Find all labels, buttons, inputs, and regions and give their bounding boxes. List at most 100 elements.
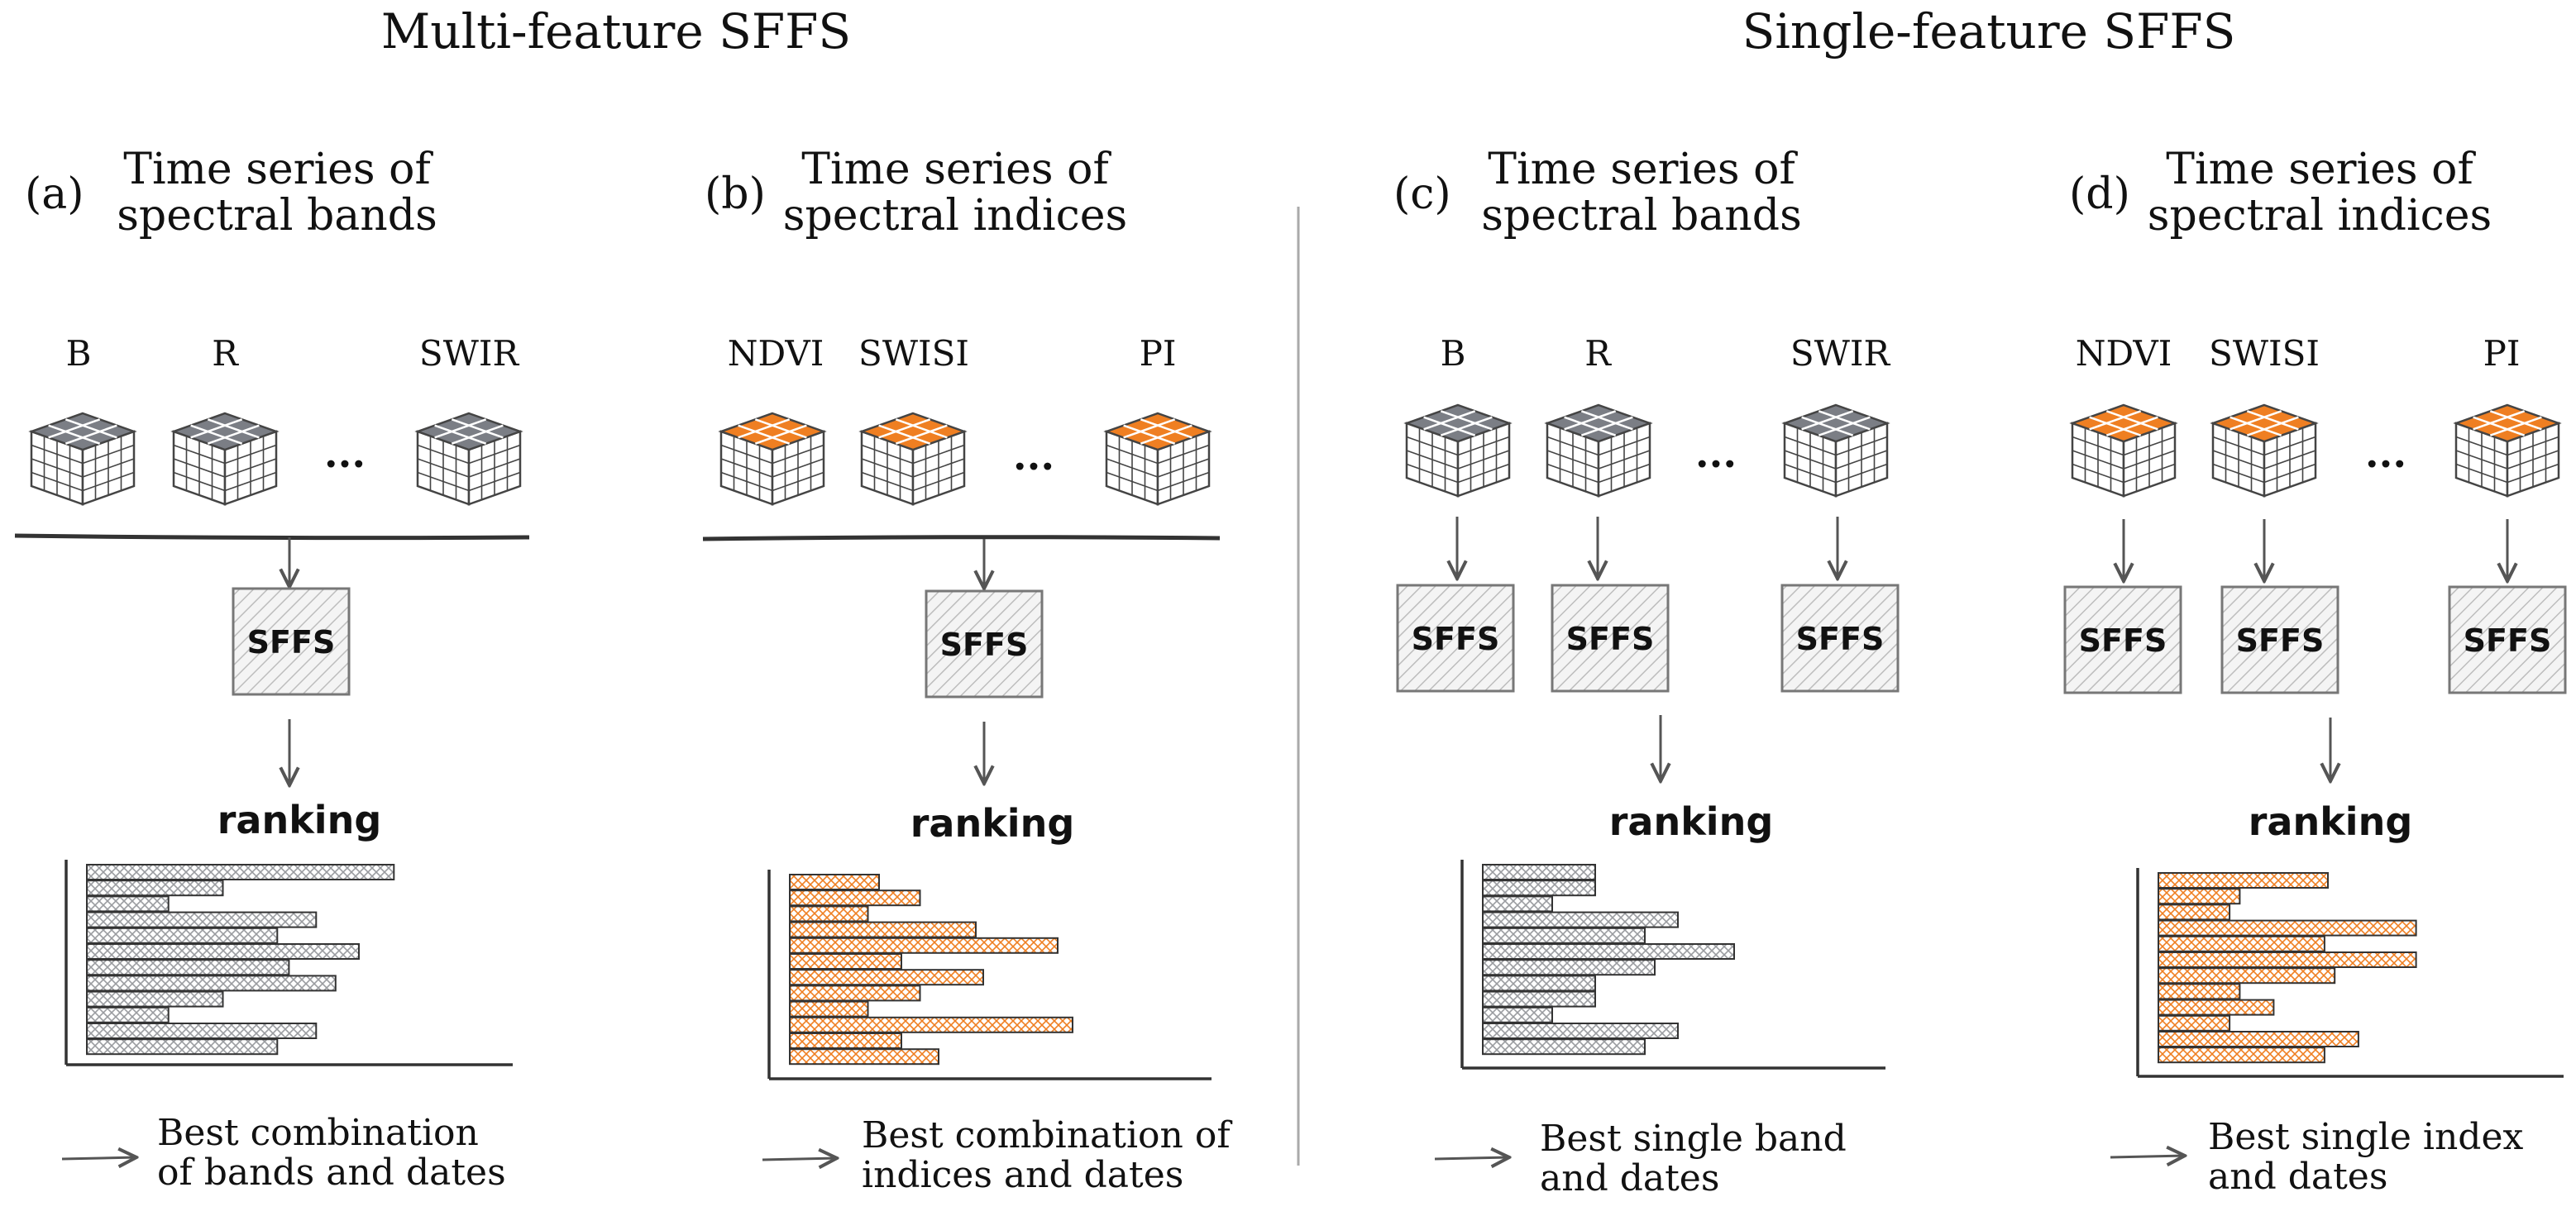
ranking-bar — [86, 975, 337, 992]
panel-title-line2: spectral indices — [783, 191, 1127, 241]
cube-grid-line — [1784, 463, 1837, 484]
cube-grid-line — [2455, 463, 2508, 484]
ranking-bar — [1482, 959, 1656, 976]
panel-c: (c) Time series of spectral bands B R SW… — [1393, 145, 1900, 1199]
result-line1: Best single band — [1540, 1118, 1847, 1160]
cube-grid-line — [1457, 450, 1510, 470]
cube-grid-line — [48, 424, 101, 445]
ranking-bar — [789, 969, 984, 986]
result-line2: of bands and dates — [157, 1152, 506, 1194]
panel-b: (b) Time series of spectral indices NDVI… — [702, 145, 1232, 1196]
cube-grid-line — [451, 418, 504, 439]
cube-grid-line — [2263, 463, 2316, 484]
ranking-bar — [1482, 864, 1596, 880]
cube-grid-line — [2105, 416, 2158, 436]
ranking-bar — [2158, 999, 2275, 1016]
cube-grid-line — [1440, 416, 1493, 436]
feature-label: R — [212, 333, 239, 374]
ranking-bar — [86, 880, 224, 897]
cube-grid-line — [1835, 450, 1888, 470]
cube-grid-line — [2072, 463, 2124, 484]
ellipsis: ... — [2365, 431, 2406, 477]
cube-grid-line — [1784, 450, 1837, 470]
cube-grid-line — [1801, 416, 1854, 436]
cube-grid-line — [1140, 424, 1192, 445]
cube-grid-line — [2473, 410, 2526, 431]
panel-title-line2: spectral bands — [1481, 191, 1802, 241]
panel-title-line1: Time series of — [1488, 145, 1798, 194]
feature-label: SWIR — [419, 333, 520, 374]
panel-letter: (a) — [25, 169, 84, 219]
data-cube-icon — [718, 412, 827, 506]
cube-grid-line — [1564, 416, 1617, 436]
ranking-bar — [789, 937, 1059, 954]
data-cube-icon — [2210, 403, 2319, 498]
data-cube-icon — [1781, 403, 1890, 498]
data-cube-icon — [1544, 403, 1653, 498]
ranking-bar — [1482, 880, 1596, 897]
ranking-bar — [1482, 943, 1735, 960]
ranking-bar — [2158, 904, 2231, 921]
data-cube-icon — [2453, 403, 2562, 498]
sffs-label: SFFS — [1796, 621, 1885, 657]
cube-grid-line — [2473, 416, 2526, 436]
ranking-bar — [86, 1038, 279, 1056]
ranking-bar-chart — [2136, 868, 2564, 1078]
cube-grid-line — [772, 471, 824, 492]
ranking-bar — [1482, 1038, 1646, 1056]
merge-line — [14, 533, 530, 541]
cube-grid-line — [1457, 463, 1510, 484]
ranking-bar — [789, 1032, 902, 1049]
cube-grid-line — [720, 458, 773, 478]
single-feature-title: Single-feature SFFS — [1742, 3, 2236, 60]
sffs-label: SFFS — [1412, 621, 1500, 657]
cube-grid-line — [31, 471, 84, 492]
sffs-box — [2220, 585, 2339, 694]
sffs-label: SFFS — [2236, 622, 2325, 659]
ranking-bar-chart — [65, 860, 513, 1066]
cube-grid-line — [1423, 416, 1476, 436]
ranking-bar — [1482, 927, 1646, 944]
ranking-bar — [86, 895, 170, 913]
cube-grid-line — [2246, 410, 2299, 431]
cube-grid-line — [738, 424, 791, 445]
cube-grid-line — [190, 424, 243, 445]
cube-grid-line — [207, 424, 260, 445]
cube-grid-line — [2212, 450, 2265, 470]
result-arrow-icon — [762, 1158, 837, 1160]
ranking-bar — [2158, 967, 2336, 985]
ranking-bar — [2158, 1031, 2359, 1047]
panel-d: (d) Time series of spectral indices NDVI… — [2063, 145, 2567, 1198]
ranking-bar — [1482, 1006, 1553, 1023]
ranking-bar — [789, 1048, 939, 1066]
cube-grid-line — [451, 424, 504, 445]
ranking-bar — [1482, 895, 1553, 913]
ranking-bar — [86, 927, 279, 944]
ellipsis: ... — [1013, 433, 1054, 479]
ranking-bar — [789, 874, 880, 890]
ranking-label: ranking — [217, 798, 382, 842]
ranking-bar — [789, 1000, 869, 1018]
cube-grid-line — [65, 424, 117, 445]
ranking-label: ranking — [2249, 799, 2413, 844]
panel-letter: (d) — [2069, 169, 2130, 219]
result-line2: and dates — [1540, 1157, 1719, 1199]
cube-grid-line — [895, 424, 948, 445]
data-cube-icon — [858, 412, 968, 506]
cube-grid-line — [895, 418, 948, 439]
cube-grid-line — [82, 471, 135, 492]
panel-title-line1: Time series of — [2166, 145, 2476, 194]
sffs-box — [2448, 585, 2567, 694]
cube-grid-line — [207, 418, 260, 439]
cube-grid-line — [1123, 418, 1176, 439]
cube-grid-line — [1123, 424, 1176, 445]
data-cube-icon — [1403, 403, 1513, 498]
result-arrow-icon — [2110, 1156, 2185, 1157]
panel-title-line2: spectral indices — [2148, 191, 2492, 241]
feature-label: SWIR — [1790, 333, 1891, 374]
ranking-bar — [789, 889, 921, 907]
ranking-bar — [2158, 951, 2417, 968]
cube-grid-line — [1546, 463, 1599, 484]
ranking-bar — [86, 990, 224, 1008]
result-line2: and dates — [2208, 1156, 2387, 1198]
